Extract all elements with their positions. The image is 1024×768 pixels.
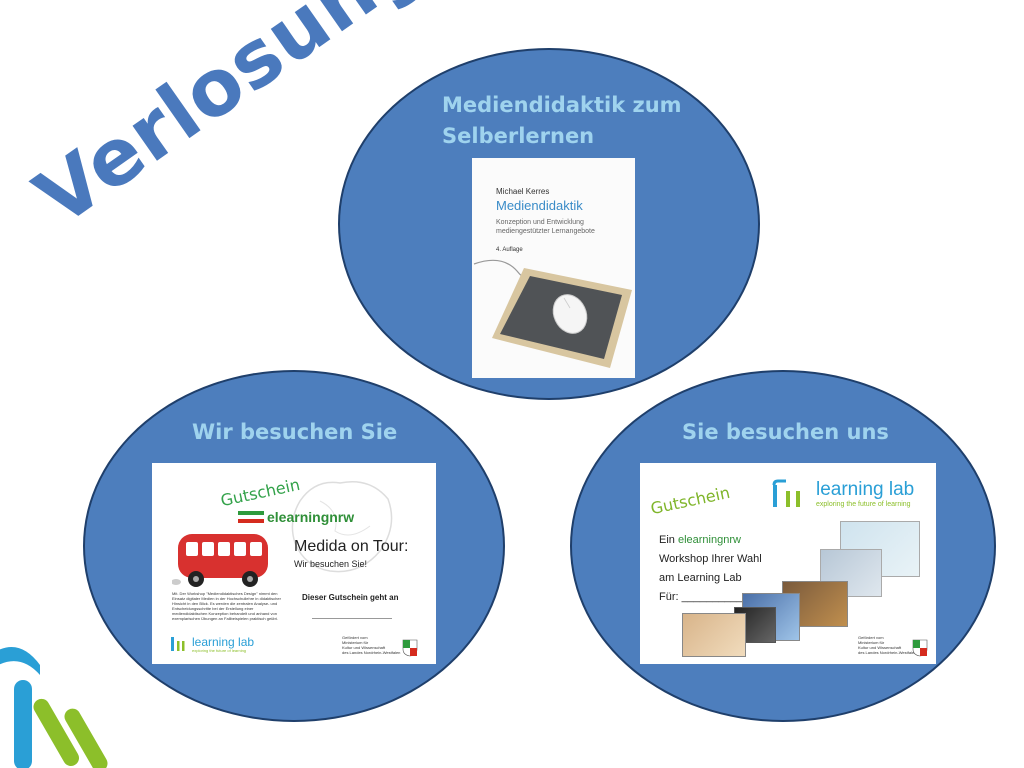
book-edition: 4. Auflage	[496, 247, 523, 253]
voucher-body: Ein elearningnrw Workshop Ihrer Wahl am …	[659, 534, 762, 603]
learning-lab-corner-logo	[0, 647, 108, 768]
nrw-flag-icon	[238, 511, 264, 523]
nrw-map-outline	[291, 481, 393, 573]
nrw-coat-of-arms-icon	[912, 639, 928, 657]
book-cover: Michael Kerres Mediendidaktik Konzeption…	[472, 158, 635, 378]
photo-figures	[682, 613, 746, 657]
mouse-on-slate-image	[473, 259, 632, 368]
book-title: Mediendidaktik	[496, 198, 583, 213]
gutschein-label: Gutschein	[648, 482, 732, 519]
book-subtitle: Konzeption und Entwicklung mediengestütz…	[496, 219, 595, 235]
voucher-headline: Medida on Tour:	[294, 538, 409, 555]
elearningnrw-brand: elearningnrw	[677, 534, 741, 546]
voucher-note: Dieser Gutschein geht an	[302, 593, 399, 602]
learning-lab-icon	[171, 637, 185, 651]
voucher-subline: Wir besuchen Sie!	[294, 559, 368, 569]
sponsor-text: Gefördert vom Ministerium für Kultur und…	[858, 635, 917, 655]
book-author: Michael Kerres	[496, 187, 550, 196]
nrw-coat-of-arms-icon	[402, 639, 418, 657]
prize-visit-us-heading: Sie besuchen uns	[682, 420, 889, 444]
voucher-visit-you: Gutschein elearningnrw Medida on Tour: W…	[152, 463, 436, 664]
bus-image	[172, 534, 268, 587]
photo-collage	[682, 521, 922, 657]
learning-lab-icon	[772, 479, 800, 507]
voucher-visit-us: Gutschein learning lab exploring the fut…	[640, 463, 936, 664]
workshop-description: Mit. Der Workshop "Mediendidaktisches De…	[172, 591, 281, 621]
voucher-signature-line	[312, 618, 392, 619]
sponsor-text: Gefördert vom Ministerium für Kultur und…	[342, 635, 401, 655]
elearningnrw-logo: elearningnrw	[238, 509, 354, 525]
prize-book-heading: Mediendidaktik zum Selberlernen	[442, 93, 682, 148]
prize-visit-you-heading: Wir besuchen Sie	[192, 420, 398, 444]
